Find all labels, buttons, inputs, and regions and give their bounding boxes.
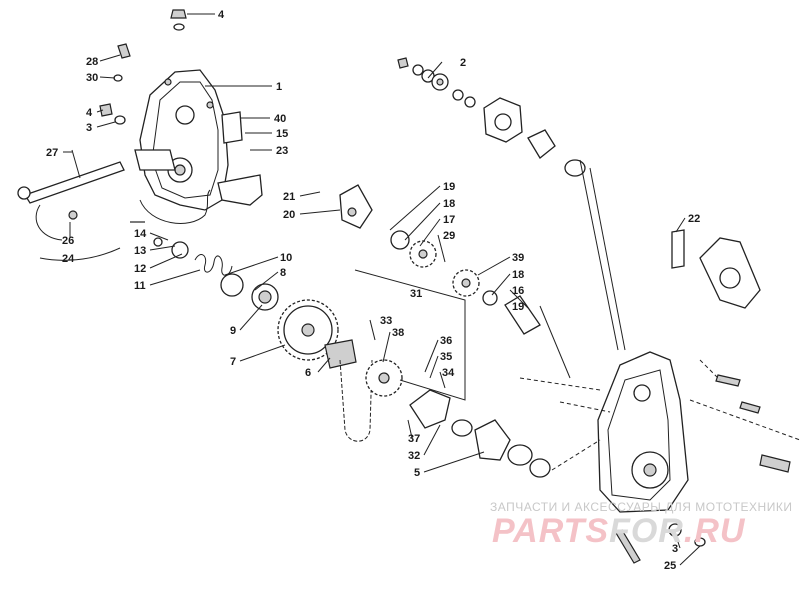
spacer-10-8: [220, 273, 279, 311]
callout-20: 20: [283, 209, 295, 221]
callout-15: 15: [276, 128, 288, 140]
watermark-logo-mid: FOR: [609, 512, 684, 550]
callout-25: 25: [664, 560, 676, 572]
callout-36: 36: [440, 335, 452, 347]
callout-8: 8: [280, 267, 286, 279]
callout-28: 28: [86, 56, 98, 68]
callout-21: 21: [283, 191, 295, 203]
callout-30: 30: [86, 72, 98, 84]
drain-plug-28: [113, 43, 131, 82]
nut-washer-4-3: [99, 103, 126, 125]
spring-12-assembly: [130, 221, 233, 276]
bracket-31: [354, 269, 466, 401]
callout-16: 16: [512, 285, 524, 297]
tensioner-37: [409, 389, 473, 437]
callout-3: 3: [86, 122, 92, 134]
gearcase-housing: [597, 351, 689, 513]
callout-10: 10: [280, 252, 292, 264]
callout-19: 19: [443, 181, 455, 193]
watermark-caption: ЗАПЧАСТИ И АКСЕССУАРЫ ДЛЯ МОТОТЕХНИКИ: [490, 500, 793, 514]
cable: [139, 189, 211, 224]
callout-40: 40: [274, 113, 286, 125]
chaincase-cover: [139, 69, 229, 211]
callout-34: 34: [442, 367, 455, 379]
sprocket-7: [277, 299, 339, 361]
callout-4: 4: [86, 107, 93, 119]
callout-37: 37: [408, 433, 420, 445]
callout-5: 5: [414, 467, 420, 479]
callout-26: 26: [62, 235, 74, 247]
callout-14: 14: [134, 228, 147, 240]
bracket-22: [671, 229, 761, 309]
callout-31: 31: [410, 288, 422, 300]
bracket-23: [217, 174, 263, 206]
callout-35: 35: [440, 351, 452, 363]
right-bolts: [615, 374, 791, 564]
watermark-logo-end: .RU: [683, 512, 746, 550]
callout-18: 18: [512, 269, 524, 281]
callout-24: 24: [62, 253, 75, 265]
callout-23: 23: [276, 145, 288, 157]
bolt-4-top: [170, 9, 187, 31]
watermark-logo-main: PARTS: [492, 512, 610, 550]
callout-29: 29: [443, 230, 455, 242]
plate-40: [221, 111, 243, 144]
callout-33: 33: [380, 315, 392, 327]
watermark-logo: PARTSFOR.RU: [492, 512, 745, 551]
callout-9: 9: [230, 325, 236, 337]
leader-lines: [35, 13, 701, 566]
callout-labels: 4 28 30 1 4 3 40 15 23 27 26 24 2 21 20 …: [46, 9, 700, 572]
callout-22: 22: [688, 213, 700, 225]
gear-17: [390, 230, 437, 268]
callout-6: 6: [305, 367, 311, 379]
callout-7: 7: [230, 356, 236, 368]
bracket: [134, 149, 176, 171]
sprocket-38: [365, 359, 403, 397]
callout-27: 27: [46, 147, 58, 159]
gear-39: [452, 269, 541, 335]
callout-3: 3: [672, 543, 678, 555]
shaft-27: [17, 149, 125, 220]
callout-11: 11: [134, 280, 146, 292]
callout-32: 32: [408, 450, 420, 462]
callout-4: 4: [218, 9, 225, 21]
callout-1: 1: [276, 81, 282, 93]
callout-13: 13: [134, 245, 146, 257]
callout-38: 38: [392, 327, 404, 339]
callout-18: 18: [443, 198, 455, 210]
bracket-20: [339, 184, 373, 229]
callout-12: 12: [134, 263, 146, 275]
callout-17: 17: [443, 214, 455, 226]
callout-19: 19: [512, 301, 524, 313]
callout-39: 39: [512, 252, 524, 264]
callout-2: 2: [460, 57, 466, 69]
retainer-5: [474, 419, 551, 478]
upper-shaft-assembly: [397, 57, 586, 177]
